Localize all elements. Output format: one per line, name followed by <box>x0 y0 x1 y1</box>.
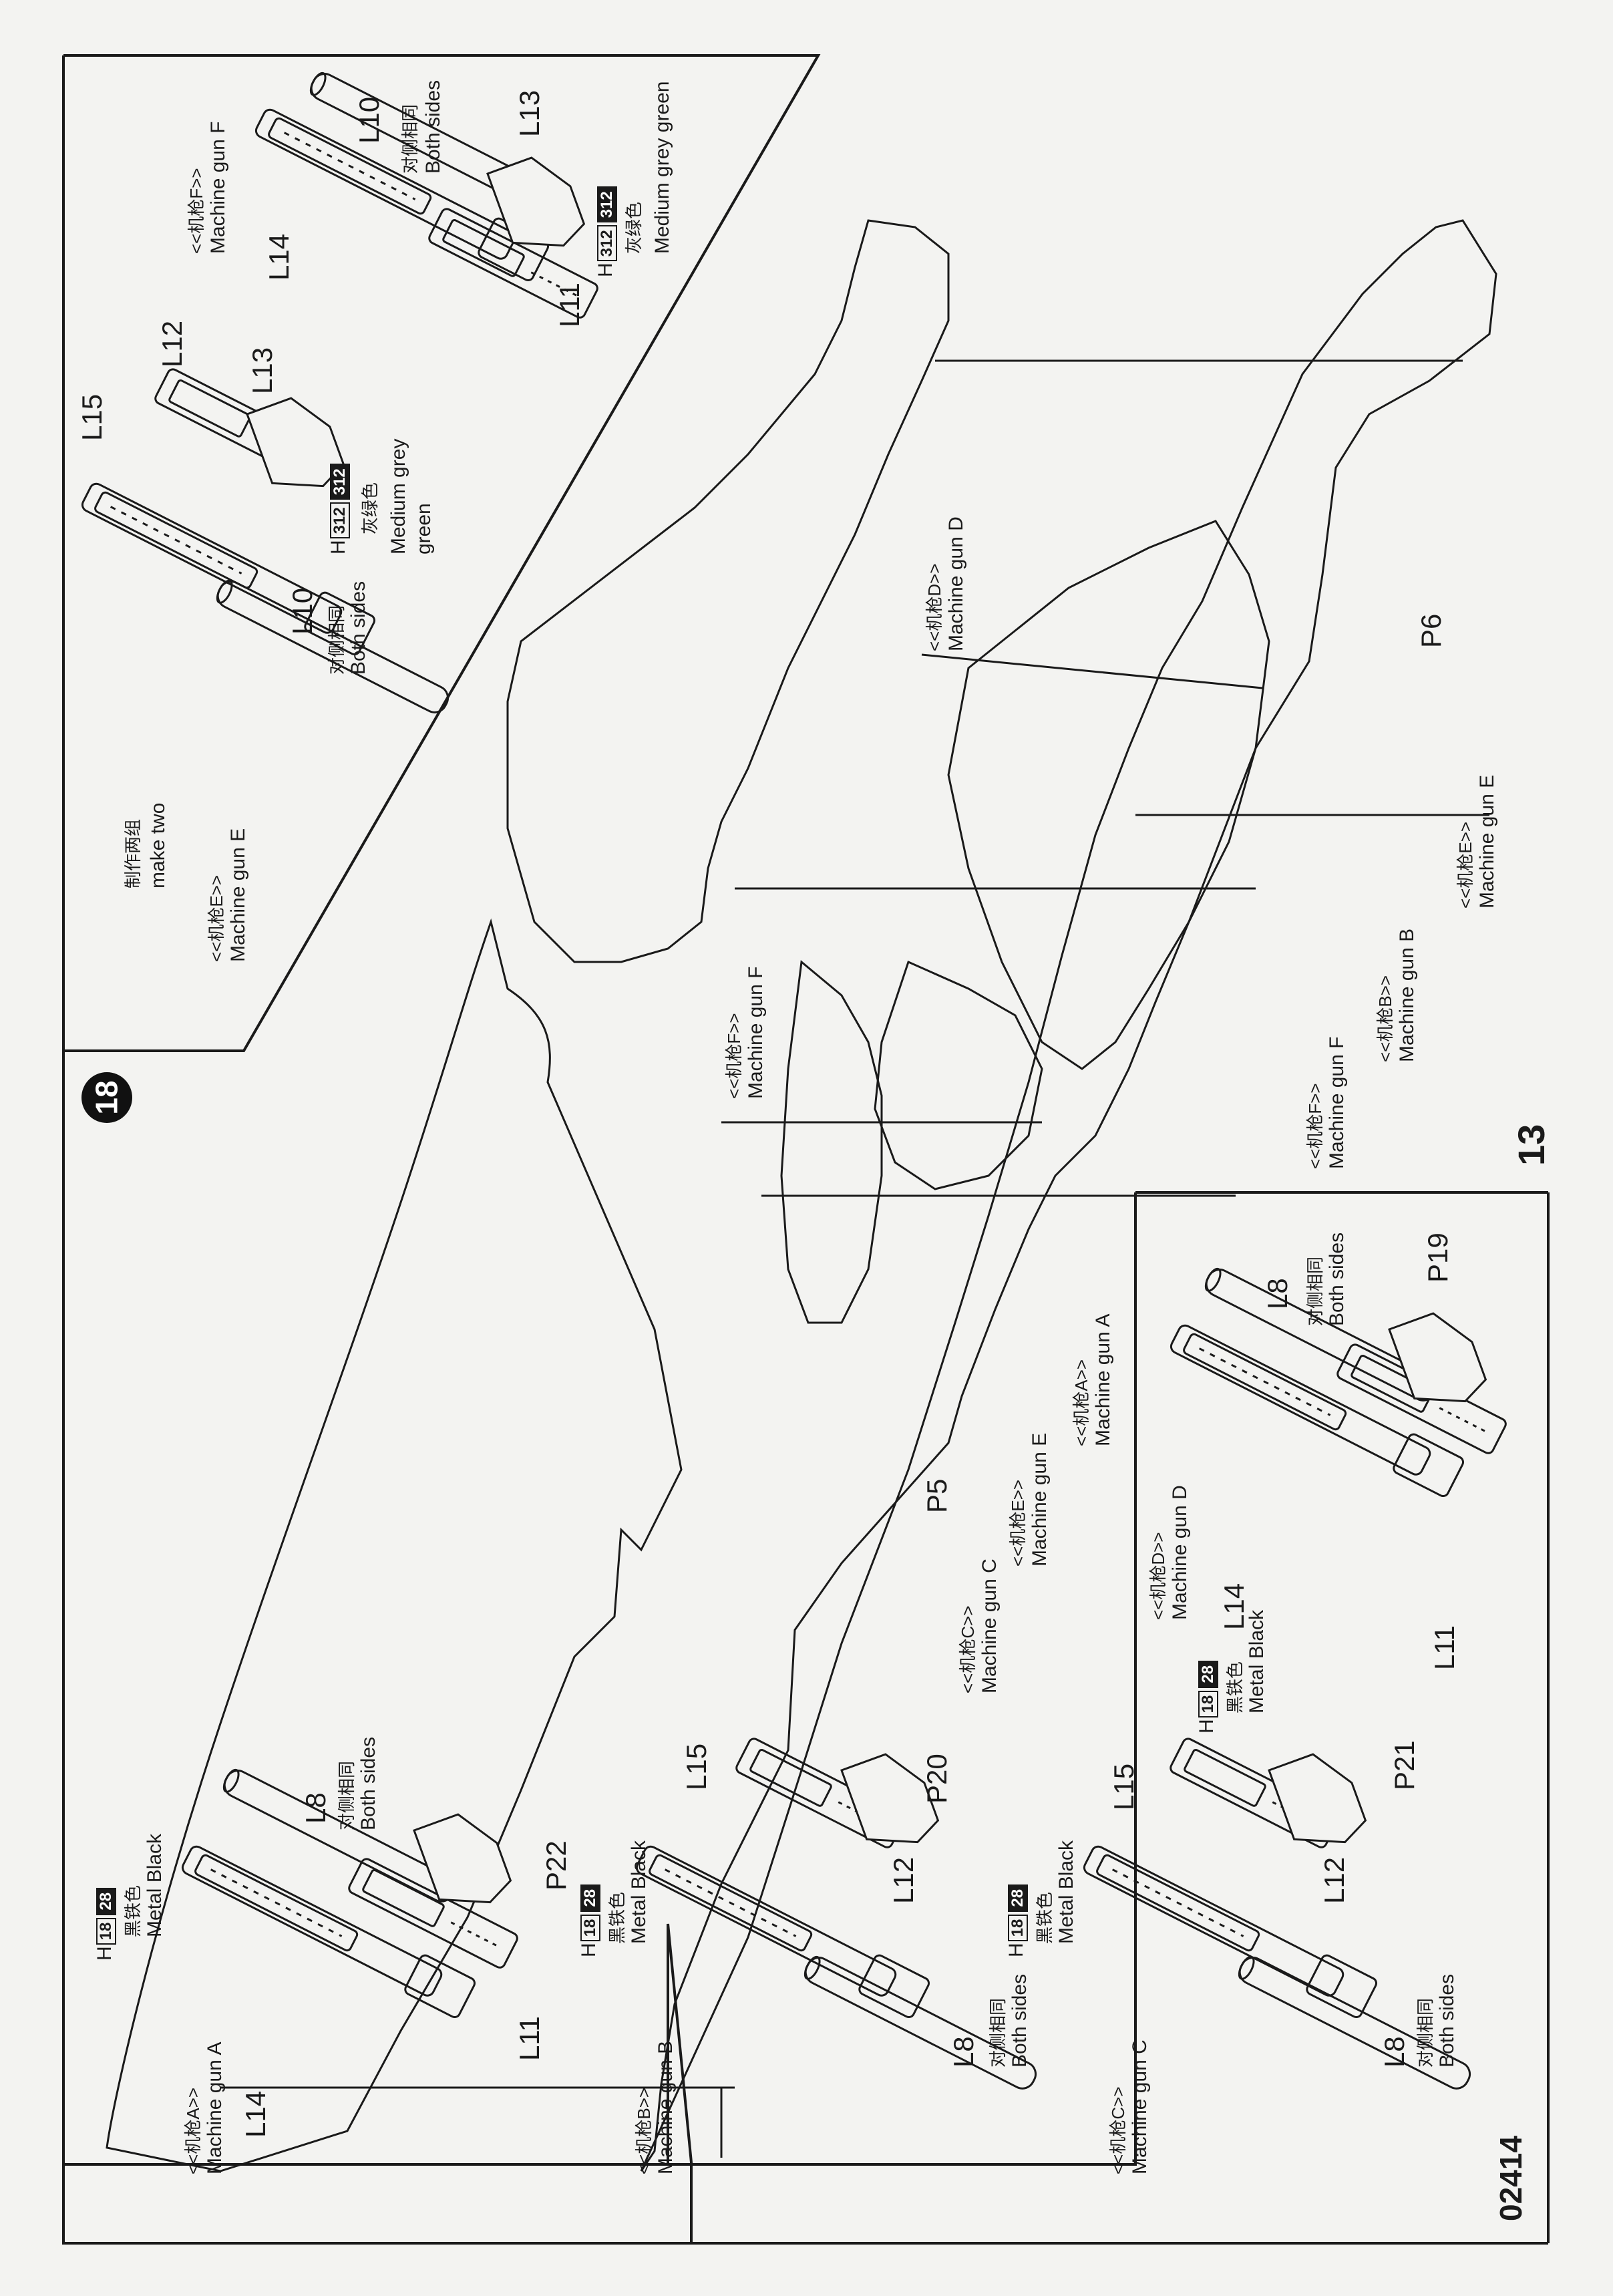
part-l8-c: L8 <box>1379 2036 1410 2068</box>
gun-a-en-panel: Machine gun A <box>204 2041 226 2174</box>
paint-metal-black-cn-c: 黑铁色 <box>1035 1891 1055 1944</box>
paint-metal-black-en-a: Metal Black <box>144 1833 166 1937</box>
gun-e-cn-main: <<机枪E>> <box>1455 821 1475 909</box>
gun-e-cn-mid: <<机枪E>> <box>1008 1479 1028 1567</box>
gun-f-cn-right: <<机枪F>> <box>1305 1083 1325 1169</box>
paint-metal-black-en-d: Metal Black <box>1246 1609 1268 1713</box>
gun-c-cn-main: <<机枪C>> <box>958 1605 978 1693</box>
gun-a-cn-panel: <<机枪A>> <box>183 2087 203 2174</box>
paint-grey-green-e: H312312 <box>327 462 351 554</box>
gun-b-cn-main: <<机枪B>> <box>1375 975 1395 1062</box>
gun-f-en-main: Machine gun F <box>745 966 767 1099</box>
both-sides-en-b: Both sides <box>1009 1973 1031 2068</box>
part-p21: P21 <box>1389 1740 1420 1790</box>
make-two-cn: 制作两组 <box>123 818 143 888</box>
part-l15-b: L15 <box>681 1743 712 1790</box>
gun-c-cn-panel: <<机枪C>> <box>1108 2086 1128 2174</box>
both-sides-en-f: Both sides <box>422 79 444 174</box>
both-sides-en-c: Both sides <box>1436 1973 1458 2068</box>
gun-d-en-panel: Machine gun D <box>1169 1485 1191 1620</box>
paint-metal-black-cn-a: 黑铁色 <box>123 1884 143 1937</box>
gun-f-en-right: Machine gun F <box>1326 1036 1348 1169</box>
gun-c-en-panel: Machine gun C <box>1129 2039 1151 2174</box>
paint-grey-green-en2-e: green <box>413 503 435 554</box>
panel-borders <box>62 54 1550 2245</box>
gun-e-en-mid: Machine gun E <box>1029 1432 1051 1567</box>
both-sides-cn-e: 对侧相同 <box>327 605 347 675</box>
gun-f-cn-main: <<机枪F>> <box>724 1013 744 1099</box>
part-l14-f: L14 <box>263 233 295 281</box>
both-sides-cn-b: 对侧相同 <box>988 1997 1008 2068</box>
gun-b-cn-panel: <<机枪B>> <box>634 2087 654 2174</box>
gun-a-en-main: Machine gun A <box>1092 1313 1114 1446</box>
part-l11-a: L11 <box>514 2016 545 2061</box>
part-p5: P5 <box>921 1478 952 1513</box>
part-l12-b: L12 <box>888 1856 919 1904</box>
paint-metal-black-en-c: Metal Black <box>1055 1840 1077 1944</box>
wing-assembly-drawing <box>106 219 1497 2172</box>
part-l8-a: L8 <box>300 1792 331 1824</box>
paint-metal-black-cn-b: 黑铁色 <box>607 1891 627 1944</box>
step-number-badge: 18 <box>81 1072 132 1123</box>
gun-d-cn-main: <<机枪D>> <box>924 563 944 651</box>
part-l12-e: L12 <box>156 320 188 367</box>
both-sides-cn-a: 对侧相同 <box>337 1760 357 1830</box>
part-l8-d: L8 <box>1262 1278 1293 1309</box>
part-l14-a: L14 <box>240 2090 271 2138</box>
part-l10-f: L10 <box>353 96 385 144</box>
gun-e-en-main: Machine gun E <box>1476 774 1498 909</box>
part-p6: P6 <box>1415 613 1447 648</box>
catalog-number: 02414 <box>1493 2136 1528 2221</box>
part-l11-d: L11 <box>1429 1625 1460 1670</box>
gun-e-cn-panel: <<机枪E>> <box>206 874 226 962</box>
both-sides-cn-f: 对侧相同 <box>400 104 420 174</box>
make-two-en: make two <box>147 802 169 888</box>
gun-d-en-main: Machine gun D <box>945 516 967 651</box>
gun-f-en-label: Machine gun F <box>207 121 229 254</box>
part-l10-e: L10 <box>287 587 318 635</box>
step-number: 18 <box>89 1080 124 1115</box>
gun-b-en-main: Machine gun B <box>1396 928 1418 1062</box>
part-l13-e: L13 <box>246 347 278 394</box>
gun-f-cn-label: <<机枪F>> <box>186 168 206 254</box>
both-sides-en-e: Both sides <box>347 581 369 675</box>
gun-d-cn-panel: <<机枪D>> <box>1148 1532 1168 1620</box>
part-l8-b: L8 <box>948 2036 979 2068</box>
part-l11-f: L11 <box>554 283 585 327</box>
gun-e-en-panel: Machine gun E <box>227 828 249 962</box>
part-l15-c: L15 <box>1108 1763 1139 1810</box>
paint-metal-black-a: H1828 <box>94 1887 117 1961</box>
paint-grey-green-cn-e: 灰绿色 <box>360 482 380 534</box>
part-p22: P22 <box>540 1840 572 1891</box>
paint-metal-black-en-b: Metal Black <box>628 1840 650 1944</box>
page-number: 13 <box>1510 1124 1552 1166</box>
part-l12-c: L12 <box>1318 1856 1350 1904</box>
part-p20: P20 <box>921 1754 952 1804</box>
part-p19: P19 <box>1422 1233 1453 1283</box>
paint-grey-green-en1-e: Medium grey <box>387 438 409 554</box>
gun-a-cn-main: <<机枪A>> <box>1071 1359 1091 1446</box>
gun-c-en-main: Machine gun C <box>978 1559 1001 1693</box>
paint-metal-black-cn-d: 黑铁色 <box>1225 1661 1245 1713</box>
part-l15-e: L15 <box>76 393 108 441</box>
paint-metal-black-c: H1828 <box>1005 1883 1029 1957</box>
both-sides-en-d: Both sides <box>1326 1232 1348 1326</box>
paint-metal-black-b: H1828 <box>578 1883 601 1957</box>
both-sides-cn-d: 对侧相同 <box>1305 1256 1325 1326</box>
part-l13-f: L13 <box>514 90 545 137</box>
both-sides-en-a: Both sides <box>357 1736 379 1830</box>
gun-b-en-panel: Machine gun B <box>655 2040 677 2174</box>
paint-grey-green-cn-f: 灰绿色 <box>624 201 644 254</box>
both-sides-cn-c: 对侧相同 <box>1415 1997 1435 2068</box>
paint-metal-black-d: H1828 <box>1196 1659 1219 1734</box>
paint-grey-green-en-f: Medium grey green <box>651 81 673 254</box>
paint-grey-green-f: H312312 <box>594 185 618 277</box>
